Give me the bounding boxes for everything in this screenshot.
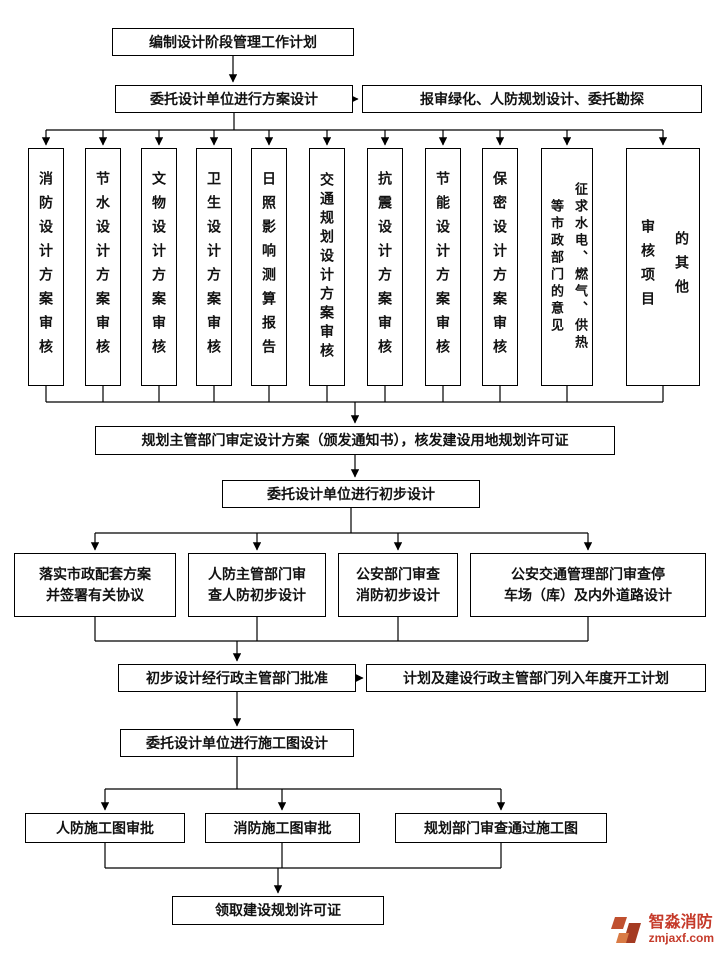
review-municipal-opinions: 征求水电、燃气、供热 等市政部门的意见 <box>541 148 593 386</box>
review-water-saving: 节水设计方案审核 <box>85 148 121 386</box>
drawing-fire-approval: 消防施工图审批 <box>205 813 360 843</box>
step-construction-drawing-design: 委托设计单位进行施工图设计 <box>120 729 354 757</box>
step-preliminary-approval: 初步设计经行政主管部门批准 <box>118 664 356 692</box>
review-seismic: 抗震设计方案审核 <box>367 148 403 386</box>
prelim-traffic-parking-review: 公安交通管理部门审查停 车场（库）及内外道路设计 <box>470 553 706 617</box>
prelim-municipal-agreements: 落实市政配套方案 并签署有关协议 <box>14 553 176 617</box>
drawing-planning-approval: 规划部门审查通过施工图 <box>395 813 607 843</box>
step-plan-approval-permit: 规划主管部门审定设计方案（颁发通知书），核发建设用地规划许可证 <box>95 426 615 455</box>
review-cultural-relics: 文物设计方案审核 <box>141 148 177 386</box>
step-management-plan: 编制设计阶段管理工作计划 <box>112 28 354 56</box>
review-fire-design: 消防设计方案审核 <box>28 148 64 386</box>
step-obtain-planning-permit: 领取建设规划许可证 <box>172 896 384 925</box>
step-preliminary-design: 委托设计单位进行初步设计 <box>222 480 480 508</box>
review-other-items: 的其他 审核项目 <box>626 148 700 386</box>
brand-watermark: 智淼消防 zmjaxf.com <box>609 913 714 947</box>
review-traffic-planning: 交通规划设计方案审核 <box>309 148 345 386</box>
step-side-submissions: 报审绿化、人防规划设计、委托勘探 <box>362 85 702 113</box>
brand-logo-icon <box>610 917 641 943</box>
prelim-fire-review: 公安部门审查 消防初步设计 <box>338 553 458 617</box>
step-annual-start-plan: 计划及建设行政主管部门列入年度开工计划 <box>366 664 706 692</box>
review-confidentiality: 保密设计方案审核 <box>482 148 518 386</box>
review-sanitation: 卫生设计方案审核 <box>196 148 232 386</box>
review-energy-saving: 节能设计方案审核 <box>425 148 461 386</box>
prelim-civil-defense-review: 人防主管部门审 查人防初步设计 <box>188 553 326 617</box>
step-scheme-design: 委托设计单位进行方案设计 <box>115 85 353 113</box>
brand-url: zmjaxf.com <box>648 931 714 946</box>
brand-name: 智淼消防 <box>648 913 713 931</box>
drawing-civil-defense-approval: 人防施工图审批 <box>25 813 185 843</box>
review-sunlight-report: 日照影响测算报告 <box>251 148 287 386</box>
